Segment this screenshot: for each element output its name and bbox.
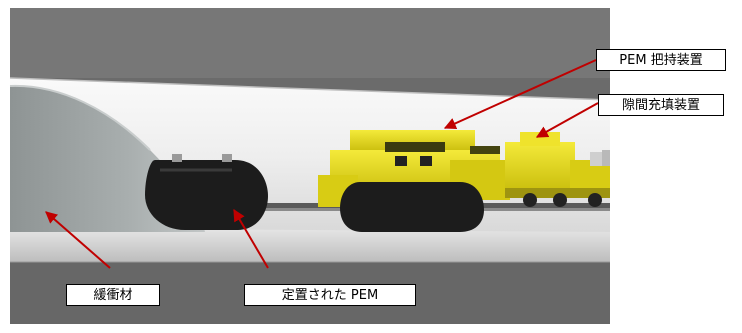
- tunnel-top-edge: [9, 77, 611, 101]
- label-buffer-material: 緩衝材: [66, 284, 160, 306]
- arrow-gap-filler: [535, 102, 599, 138]
- arrow-buffer: [45, 211, 111, 269]
- buffer-highlight: [9, 84, 151, 151]
- arrow-pem-gripper: [443, 59, 597, 130]
- label-placed-pem: 定置された PEM: [244, 284, 416, 306]
- pem-lug-right: [222, 154, 232, 162]
- carried-pem: [340, 182, 484, 232]
- label-pem-gripper: PEM 把持装置: [596, 49, 726, 71]
- gap-filling-machine: [505, 132, 610, 207]
- arrow-placed-pem: [233, 208, 269, 269]
- pem-lug-left: [172, 154, 182, 162]
- upper-wall-shade: [10, 8, 610, 78]
- label-gap-filler: 隙間充填装置: [598, 94, 724, 116]
- tunnel-floor: [10, 228, 610, 262]
